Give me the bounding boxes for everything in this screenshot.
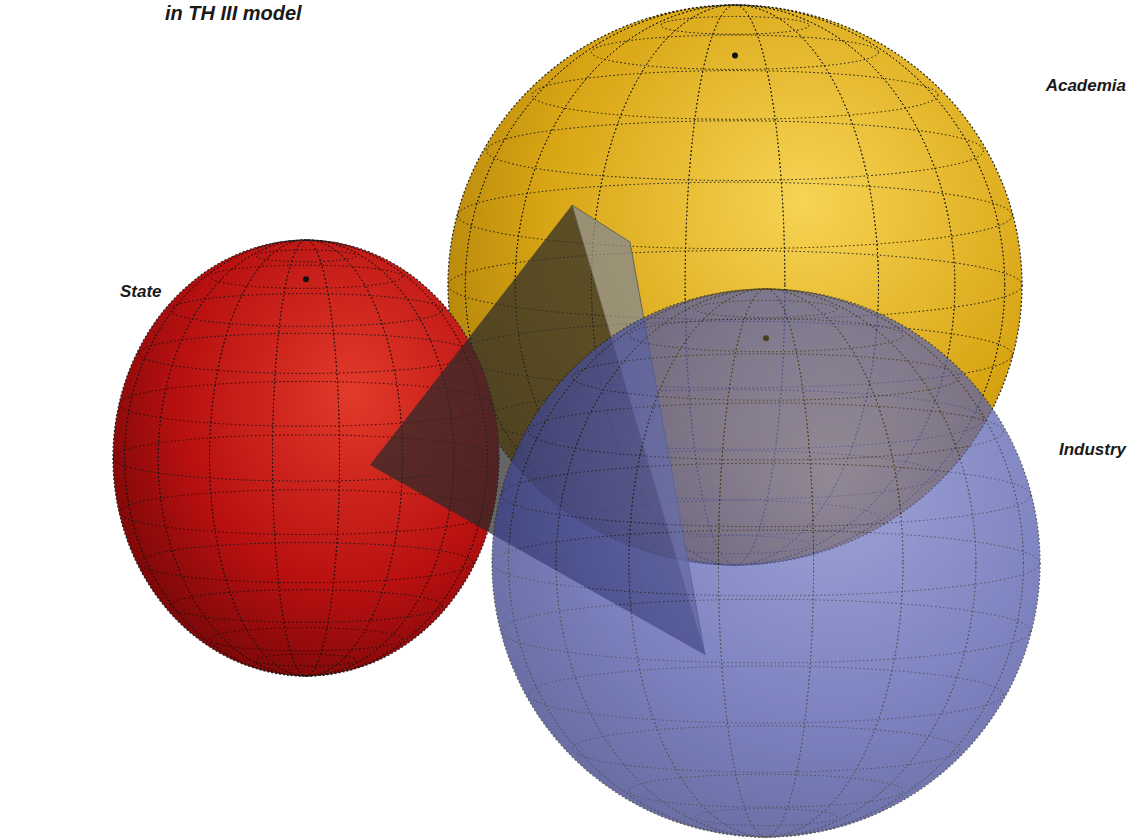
parallel-line: [572, 726, 959, 772]
sphere-label: State: [120, 282, 162, 302]
parallel-line: [532, 71, 938, 120]
meridian-line: [509, 289, 1024, 837]
meridian-line: [125, 240, 488, 676]
parallel-line: [139, 333, 473, 373]
sphere-body: [113, 240, 499, 676]
parallel-line: [695, 300, 837, 317]
parallel-line: [210, 265, 403, 288]
parallel-line: [139, 543, 473, 583]
parallel-line: [501, 599, 1030, 663]
parallel-line: [170, 294, 443, 327]
meridian-line: [629, 289, 903, 837]
parallel-line: [120, 490, 493, 535]
meridian-line: [629, 289, 903, 837]
helix-sphere: Industry: [492, 289, 1040, 837]
meridian-line: [718, 289, 813, 837]
sphere-fill: [492, 289, 1040, 837]
parallel-line: [572, 354, 959, 400]
pole-dot: [763, 335, 769, 341]
parallel-line: [501, 463, 1030, 527]
meridian-line: [272, 240, 339, 676]
parallel-line: [492, 530, 1040, 596]
parallel-line: [170, 590, 443, 623]
meridian-line: [158, 240, 454, 676]
parallel-line: [629, 774, 903, 807]
parallel-line: [529, 403, 1004, 460]
pole-dot: [303, 276, 309, 282]
parallel-line: [592, 35, 879, 69]
meridian-line: [509, 289, 1024, 837]
parallel-line: [629, 319, 903, 352]
meridian-line: [125, 240, 488, 676]
pole-dot: [732, 52, 738, 58]
parallel-line: [486, 121, 983, 181]
sphere-fill: [113, 240, 499, 676]
parallel-line: [256, 250, 356, 262]
parallel-line: [120, 381, 493, 426]
sphere-label: Industry: [1059, 440, 1126, 460]
parallel-line: [458, 182, 1012, 249]
parallel-line: [529, 666, 1004, 723]
parallel-line: [695, 809, 837, 826]
sphere-label: Academia: [1046, 76, 1126, 96]
meridian-line: [718, 289, 813, 837]
sphere-outline: [113, 240, 499, 676]
industry-sphere: [492, 289, 1040, 837]
diagram-title: in TH III model: [165, 2, 302, 25]
meridian-line: [556, 289, 976, 837]
parallel-line: [113, 435, 499, 481]
parallel-line: [256, 654, 356, 666]
meridian-line: [158, 240, 454, 676]
sphere-outline: [492, 289, 1040, 837]
parallel-line: [661, 16, 810, 34]
meridian-line: [272, 240, 339, 676]
parallel-line: [210, 628, 403, 651]
meridian-line: [556, 289, 976, 837]
sphere-body: [492, 289, 1040, 837]
meridian-line: [210, 240, 403, 676]
meridian-line: [210, 240, 403, 676]
